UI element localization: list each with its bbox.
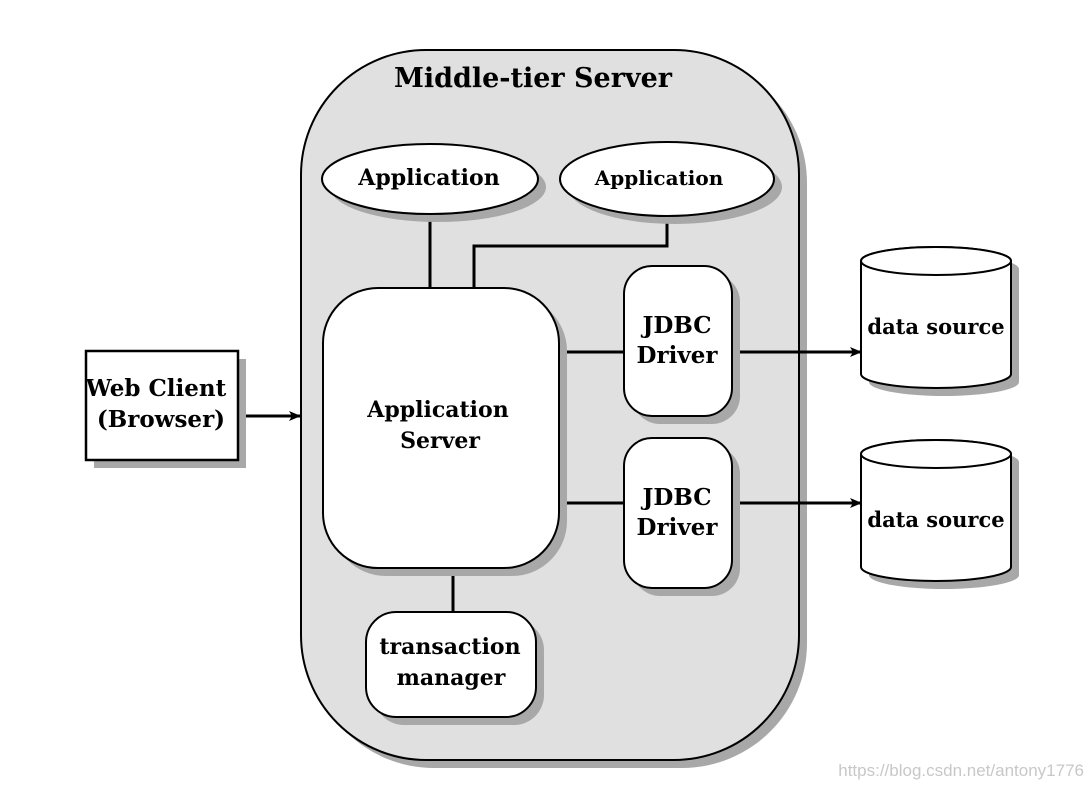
application-2-body bbox=[559, 141, 775, 217]
application-2-label: Application bbox=[594, 166, 724, 190]
data-source-2-top bbox=[860, 439, 1012, 469]
jdbc-driver-node-2: JDBC Driver bbox=[623, 437, 740, 596]
data-source-1-top bbox=[860, 246, 1012, 276]
watermark-text: https://blog.csdn.net/antony1776 bbox=[838, 761, 1084, 780]
jdbc-driver-2-body bbox=[623, 437, 733, 589]
application-node-1: Application bbox=[321, 143, 546, 222]
web-client-label-line1: Web Client bbox=[85, 375, 227, 402]
connectors bbox=[237, 215, 862, 612]
application-node-2: Application bbox=[559, 141, 782, 224]
application-server-label-line1: Application bbox=[366, 397, 508, 423]
data-source-1-label: data source bbox=[867, 314, 1004, 339]
jdbc-driver-1-label-line2: Driver bbox=[637, 342, 719, 369]
middle-tier-server-title: Middle-tier Server bbox=[394, 63, 673, 94]
transaction-manager-label-line1: transaction bbox=[379, 634, 520, 660]
connector-app2-server bbox=[472, 220, 669, 290]
application-1-label: Application bbox=[357, 165, 499, 191]
application-server-label-line2: Server bbox=[400, 428, 480, 454]
jdbc-driver-2-label-line2: Driver bbox=[637, 514, 719, 541]
data-source-node-2: data source bbox=[860, 439, 1019, 589]
data-source-node-1: data source bbox=[860, 246, 1019, 396]
web-client-box: Web Client (Browser) bbox=[84, 349, 246, 468]
web-client-label-line2: (Browser) bbox=[97, 406, 225, 433]
web-client-body bbox=[84, 349, 240, 462]
jdbc-driver-node-1: JDBC Driver bbox=[623, 265, 740, 424]
transaction-manager-body bbox=[365, 611, 537, 718]
application-server-body bbox=[322, 287, 560, 569]
application-1-body bbox=[321, 143, 539, 215]
transaction-manager-label-line2: manager bbox=[397, 665, 506, 691]
data-source-2-label: data source bbox=[867, 507, 1004, 532]
transaction-manager-node: transaction manager bbox=[365, 611, 544, 725]
jdbc-driver-1-body bbox=[623, 265, 733, 417]
application-server-node: Application Server bbox=[322, 287, 567, 576]
jdbc-driver-2-label-line1: JDBC bbox=[641, 484, 712, 511]
jdbc-driver-1-label-line1: JDBC bbox=[641, 312, 712, 339]
